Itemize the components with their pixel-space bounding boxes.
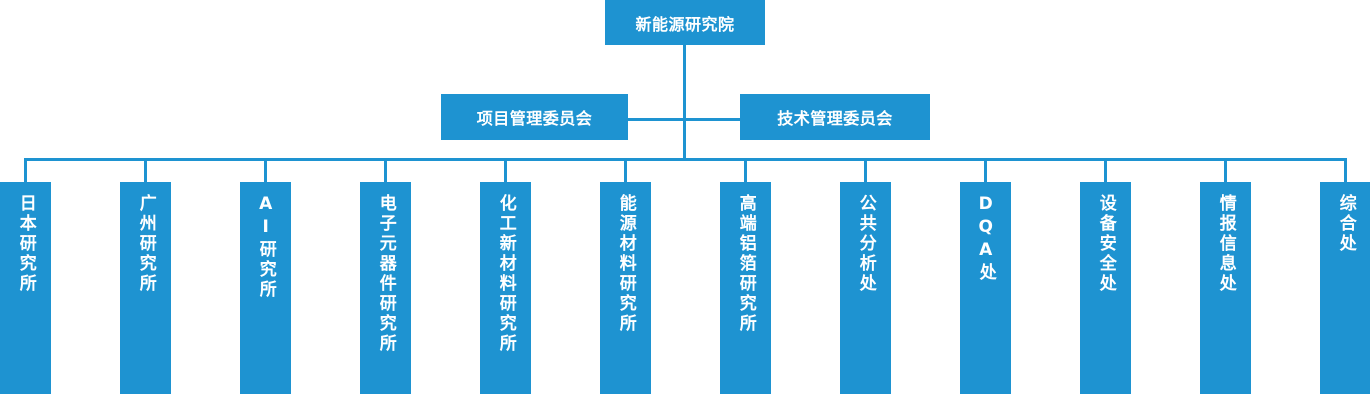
node-department-9[interactable]: DQA处	[960, 182, 1011, 394]
node-root-label: 新能源研究院	[635, 14, 735, 34]
connector-stem-6	[624, 158, 627, 182]
node-department-12-label: 综合处	[1335, 194, 1356, 254]
node-committee-technical-management[interactable]: 技术管理委员会	[740, 94, 930, 140]
connector-stem-7	[744, 158, 747, 182]
node-department-4[interactable]: 电子元器件研究所	[360, 182, 411, 394]
connector-committee-link	[628, 118, 740, 121]
connector-stem-10	[1104, 158, 1107, 182]
connector-stem-12	[1344, 158, 1347, 182]
node-department-3-label: AI研究所	[255, 194, 276, 300]
node-department-10-label: 设备安全处	[1095, 194, 1116, 294]
connector-department-bus	[24, 158, 1346, 161]
node-department-4-label: 电子元器件研究所	[375, 194, 396, 354]
node-department-11-label: 情报信息处	[1215, 194, 1236, 294]
node-department-2[interactable]: 广州研究所	[120, 182, 171, 394]
connector-stem-2	[144, 158, 147, 182]
node-department-7[interactable]: 高端铝箔研究所	[720, 182, 771, 394]
node-department-6-label: 能源材料研究所	[615, 194, 636, 334]
connector-stem-8	[864, 158, 867, 182]
node-department-10[interactable]: 设备安全处	[1080, 182, 1131, 394]
connector-stem-9	[984, 158, 987, 182]
node-root[interactable]: 新能源研究院	[605, 0, 765, 45]
node-department-8-label: 公共分析处	[855, 194, 876, 294]
connector-stem-3	[264, 158, 267, 182]
node-department-9-label: DQA处	[975, 194, 996, 283]
node-committee-project-management-label: 项目管理委员会	[476, 109, 593, 128]
connector-stem-11	[1224, 158, 1227, 182]
node-department-2-label: 广州研究所	[135, 194, 156, 294]
connector-stem-4	[384, 158, 387, 182]
node-department-8[interactable]: 公共分析处	[840, 182, 891, 394]
connector-stem-1	[24, 158, 27, 182]
node-department-5-label: 化工新材料研究所	[495, 194, 516, 354]
connector-stem-5	[504, 158, 507, 182]
node-committee-technical-management-label: 技术管理委员会	[777, 109, 893, 128]
node-department-11[interactable]: 情报信息处	[1200, 182, 1251, 394]
node-department-7-label: 高端铝箔研究所	[735, 194, 756, 334]
node-department-5[interactable]: 化工新材料研究所	[480, 182, 531, 394]
node-department-3[interactable]: AI研究所	[240, 182, 291, 394]
node-department-1-label: 日本研究所	[15, 194, 36, 294]
node-department-12[interactable]: 综合处	[1320, 182, 1370, 394]
node-department-6[interactable]: 能源材料研究所	[600, 182, 651, 394]
node-committee-project-management[interactable]: 项目管理委员会	[441, 94, 628, 140]
node-department-1[interactable]: 日本研究所	[0, 182, 51, 394]
connector-root-trunk	[683, 45, 686, 161]
